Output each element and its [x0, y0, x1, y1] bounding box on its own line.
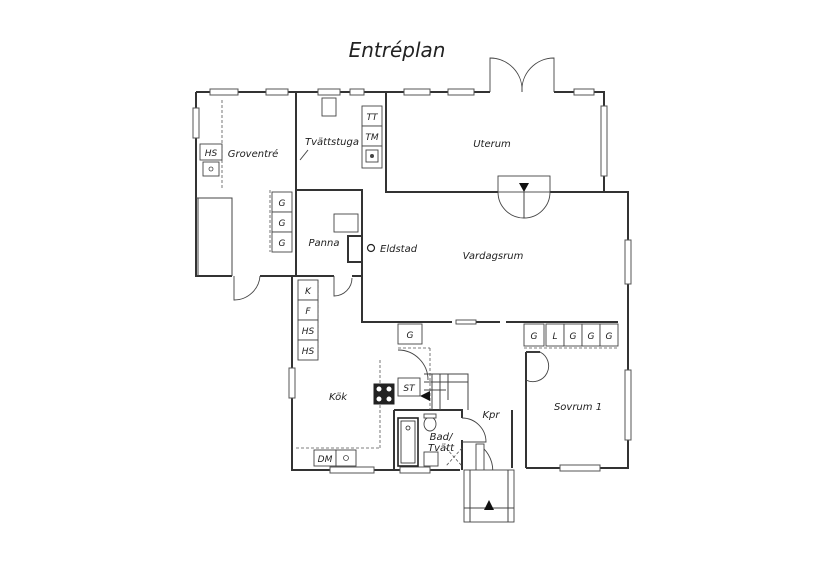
fixture-dm: DM	[318, 455, 333, 465]
entry-steps	[463, 469, 515, 523]
room-labels: Groventré Tvättstuga Uterum Panna Eldsta…	[228, 137, 602, 454]
fixture-g-sovrum-4: G	[606, 332, 613, 342]
room-sovrum: Sovrum 1	[554, 402, 602, 413]
stair-arrow-icon	[420, 391, 430, 401]
room-panna: Panna	[309, 238, 340, 249]
fixture-hs-kok-2: HS	[302, 347, 315, 357]
fixture-g-1: G	[279, 199, 286, 209]
fixture-tm: TM	[365, 133, 378, 143]
fixture-hs-kok-1: HS	[302, 327, 315, 337]
room-eldstad: Eldstad	[380, 244, 418, 255]
room-tvattstuga: Tvättstuga	[305, 137, 359, 148]
room-bad-line2: Tvätt	[428, 443, 455, 454]
uterum-arrow-icon	[519, 183, 529, 192]
fixture-g-sovrum-2: G	[570, 332, 577, 342]
room-groventre: Groventré	[228, 148, 279, 160]
fixture-g-sovrum-3: G	[588, 332, 595, 342]
fixture-k: K	[305, 287, 312, 297]
fixture-hs-groventre: HS	[205, 149, 218, 159]
fixture-l: L	[552, 332, 557, 342]
fixture-g-hall: G	[407, 331, 414, 341]
entry-arrow-icon	[484, 500, 494, 510]
plan-title: Entréplan	[349, 38, 446, 62]
fixture-st: ST	[403, 384, 416, 394]
room-vardagsrum: Vardagsrum	[463, 251, 524, 262]
room-kpr: Kpr	[482, 410, 500, 421]
fixture-tt: TT	[367, 113, 379, 123]
room-kok: Kök	[329, 392, 348, 403]
fixture-f: F	[305, 307, 311, 317]
room-bad-line1: Bad/	[430, 432, 454, 443]
fixtures: HS G G G TT TM K F HS HS DM G ST G L G G	[199, 97, 619, 467]
windows	[192, 88, 632, 474]
fixture-g-sovrum-1: G	[531, 332, 538, 342]
room-uterum: Uterum	[473, 139, 511, 150]
interior-walls	[196, 92, 618, 470]
fixture-g-2: G	[279, 219, 286, 229]
fixture-g-3: G	[279, 239, 286, 249]
